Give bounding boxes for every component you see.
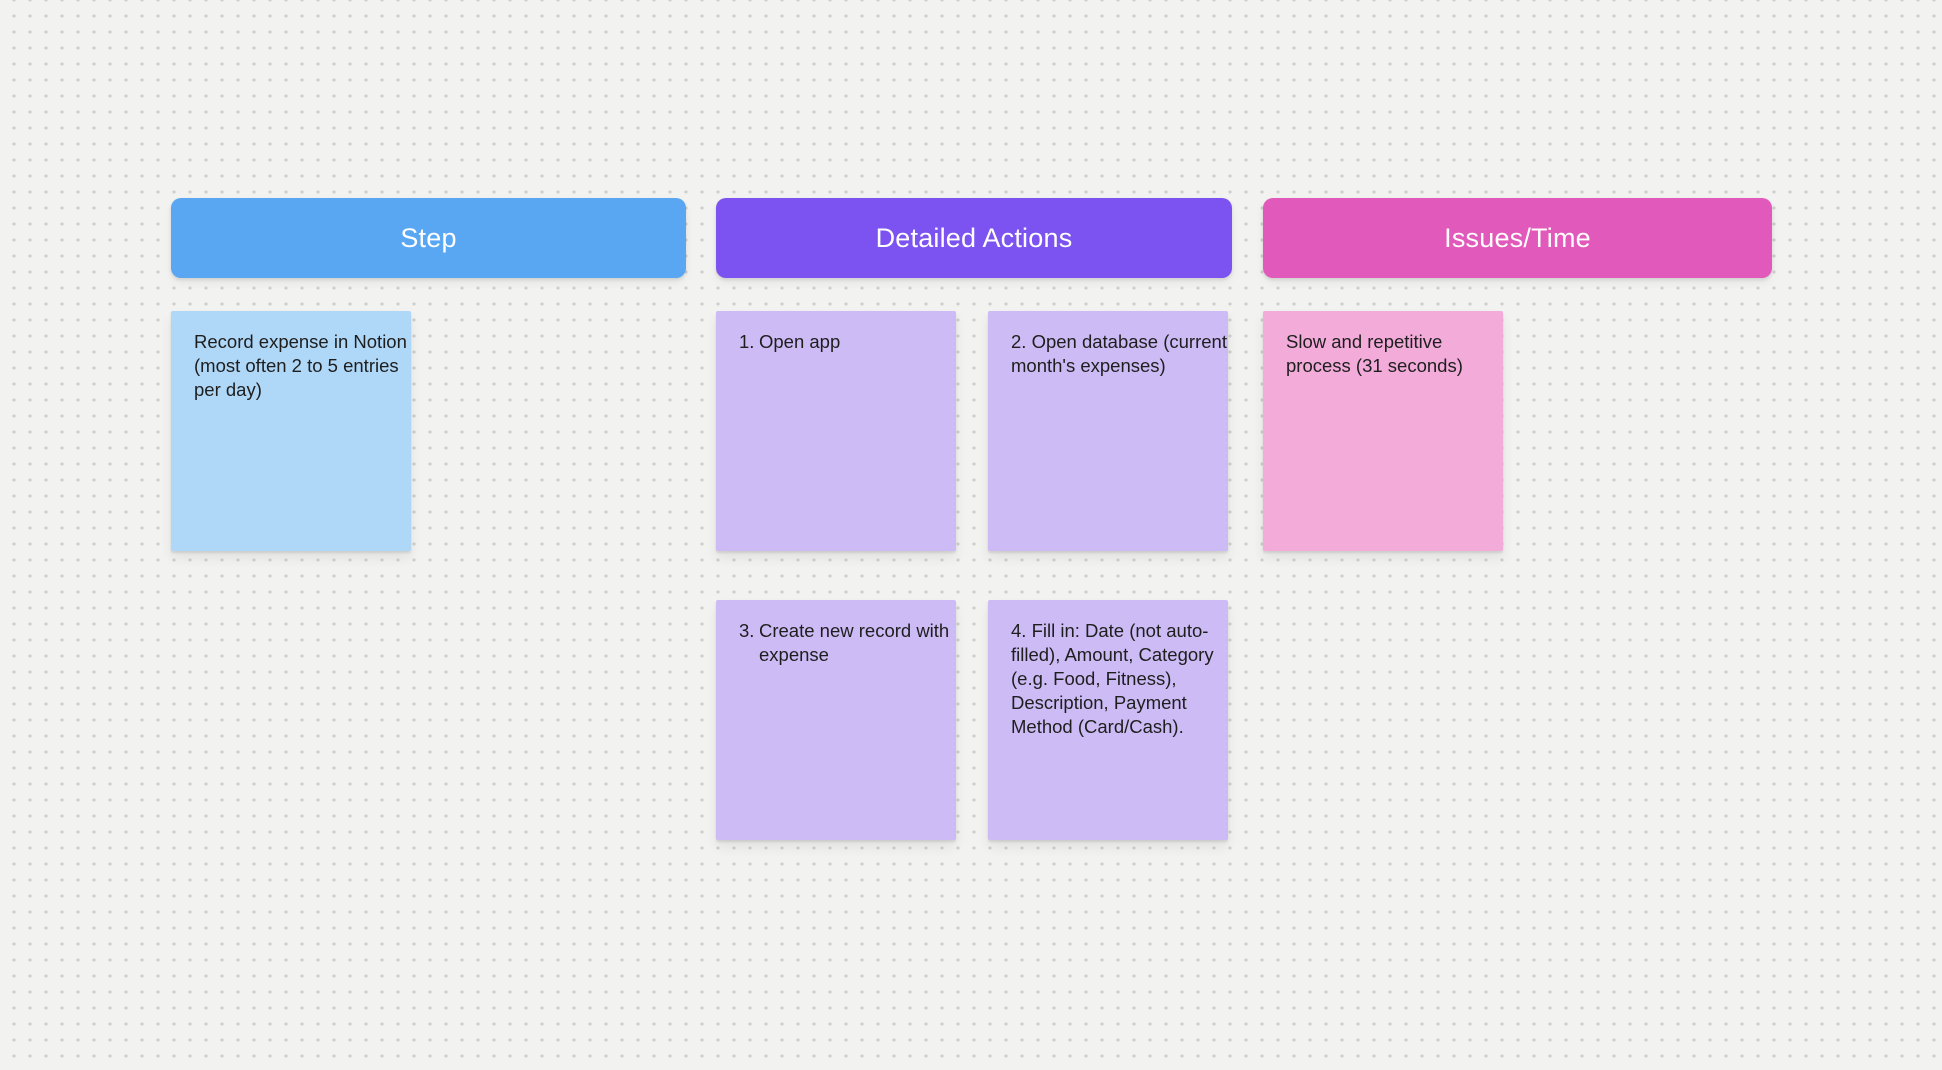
column-header-issues-time[interactable]: Issues/Time: [1263, 198, 1772, 278]
column-header-issues-time-label: Issues/Time: [1444, 222, 1591, 253]
sticky-note-open-app[interactable]: 1. Open app: [716, 311, 956, 551]
sticky-note-create-record[interactable]: 3. Create new record with expense: [716, 600, 956, 840]
sticky-note-open-database[interactable]: 2. Open database (current month's expens…: [988, 311, 1228, 551]
sticky-note-fill-in-fields-text: 4. Fill in: Date (not auto- filled), Amo…: [1011, 620, 1214, 737]
sticky-note-create-record-number: 3.: [739, 620, 755, 641]
sticky-note-slow-process[interactable]: Slow and repetitive process (31 seconds): [1263, 311, 1503, 551]
sticky-note-slow-process-text: Slow and repetitive process (31 seconds): [1286, 331, 1463, 376]
column-header-detailed-actions-label: Detailed Actions: [875, 222, 1073, 253]
column-header-detailed-actions[interactable]: Detailed Actions: [716, 198, 1232, 278]
sticky-note-record-expense-text: Record expense in Notion (most often 2 t…: [194, 331, 407, 400]
column-header-step[interactable]: Step: [171, 198, 686, 278]
sticky-note-fill-in-fields[interactable]: 4. Fill in: Date (not auto- filled), Amo…: [988, 600, 1228, 840]
sticky-note-record-expense[interactable]: Record expense in Notion (most often 2 t…: [171, 311, 411, 551]
sticky-note-open-app-number: 1.: [739, 331, 755, 352]
sticky-note-open-app-text: Open app: [759, 331, 841, 352]
column-header-step-label: Step: [400, 222, 457, 253]
sticky-note-create-record-text: Create new record with expense: [759, 620, 950, 665]
sticky-note-open-database-text: 2. Open database (current month's expens…: [1011, 331, 1227, 376]
